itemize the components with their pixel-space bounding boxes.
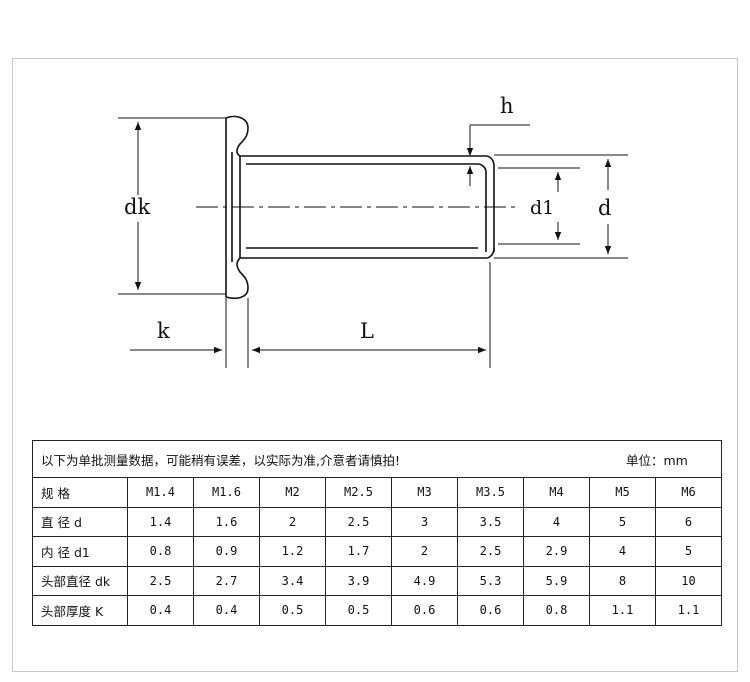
k-label: k: [157, 319, 170, 343]
table-row: 头部直径 dk 2.5 2.7 3.4 3.9 4.9 5.3 5.9 8 10: [32, 565, 723, 596]
d-dimension: [494, 154, 628, 259]
row-label: 头部直径 dk: [32, 565, 128, 596]
note-text: 以下为单批测量数据，可能稍有误差，以实际为准,介意者请慎拍!: [41, 452, 400, 468]
table-cell: 0.5: [259, 595, 326, 626]
rivet-technical-drawing: dk h d1 d k L: [118, 94, 628, 368]
h-label: h: [500, 94, 514, 118]
table-cell: 0.4: [127, 595, 194, 626]
table-row: 头部厚度 K 0.4 0.4 0.5 0.5 0.6 0.6 0.8 1.1 1…: [32, 595, 723, 626]
table-row: 直 径 d 1.4 1.6 2 2.5 3 3.5 4 5 6: [32, 506, 723, 537]
table-cell: 0.8: [127, 536, 194, 567]
table-cell: 4: [589, 536, 656, 567]
table-cell: M1.4: [127, 477, 194, 508]
table-cell: M1.6: [193, 477, 260, 508]
h-dimension: [466, 124, 530, 186]
table-cell: 2.5: [457, 536, 524, 567]
row-label: 规 格: [32, 477, 128, 508]
table-cell: 0.5: [325, 595, 392, 626]
table-cell: 3.5: [457, 506, 524, 537]
table-cell: 0.6: [391, 595, 458, 626]
row-label: 内 径 d1: [32, 536, 128, 567]
note-cell: 以下为单批测量数据，可能稍有误差，以实际为准,介意者请慎拍! 单位：mm: [31, 440, 723, 478]
table-cell: 2.9: [523, 536, 590, 567]
unit-text: 单位：mm: [626, 452, 688, 468]
row-label: 直 径 d: [32, 506, 128, 537]
table-cell: 1.4: [127, 506, 194, 537]
table-cell: 1.6: [193, 506, 260, 537]
table-cell: 3: [391, 506, 458, 537]
dk-label: dk: [124, 195, 150, 219]
table-cell: 0.6: [457, 595, 524, 626]
k-L-dimension: [130, 262, 491, 368]
table-row: 内 径 d1 0.8 0.9 1.2 1.7 2 2.5 2.9 4 5: [32, 536, 723, 567]
table-cell: 3.4: [259, 565, 326, 596]
table-cell: 1.1: [589, 595, 656, 626]
table-cell: M3: [391, 477, 458, 508]
table-cell: M6: [654, 477, 723, 508]
note-row: 以下为单批测量数据，可能稍有误差，以实际为准,介意者请慎拍! 单位：mm: [31, 440, 723, 478]
table-cell: M2: [259, 477, 326, 508]
table-cell: 2: [391, 536, 458, 567]
d1-dimension: [498, 167, 580, 245]
table-cell: M3.5: [457, 477, 524, 508]
d1-label: d1: [530, 197, 554, 219]
table-cell: 4.9: [391, 565, 458, 596]
row-label: 头部厚度 K: [32, 595, 128, 626]
table-cell: 0.4: [193, 595, 260, 626]
dk-dimension: [118, 117, 226, 295]
table-cell: 8: [589, 565, 656, 596]
table-row: 规 格 M1.4 M1.6 M2 M2.5 M3 M3.5 M4 M5 M6: [32, 477, 723, 508]
L-label: L: [360, 319, 374, 343]
image-frame: [12, 58, 738, 672]
table-cell: 10: [654, 565, 723, 596]
rivet-outline: [225, 115, 495, 300]
table-cell: M2.5: [325, 477, 392, 508]
table-cell: 5.3: [457, 565, 524, 596]
table-cell: M5: [589, 477, 656, 508]
table-cell: M4: [523, 477, 590, 508]
table-cell: 0.9: [193, 536, 260, 567]
table-cell: 5: [589, 506, 656, 537]
table-cell: 1.1: [654, 595, 723, 626]
table-cell: 2.7: [193, 565, 260, 596]
table-cell: 5.9: [523, 565, 590, 596]
table-cell: 2.5: [127, 565, 194, 596]
table-cell: 4: [523, 506, 590, 537]
table-cell: 0.8: [523, 595, 590, 626]
table-cell: 2: [259, 506, 326, 537]
table-cell: 3.9: [325, 565, 392, 596]
table-cell: 2.5: [325, 506, 392, 537]
table-cell: 6: [654, 506, 723, 537]
table-cell: 1.7: [325, 536, 392, 567]
table-cell: 5: [654, 536, 723, 567]
d-label: d: [598, 196, 611, 220]
table-cell: 1.2: [259, 536, 326, 567]
spec-table: 以下为单批测量数据，可能稍有误差，以实际为准,介意者请慎拍! 单位：mm 规 格…: [31, 440, 723, 626]
